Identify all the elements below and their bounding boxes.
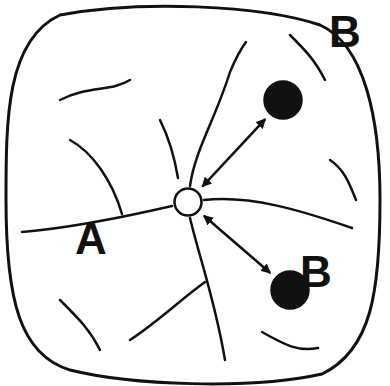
part-letter: A xyxy=(75,217,107,261)
double-arrow xyxy=(202,119,265,187)
filled-dot: B xyxy=(263,80,303,120)
fissures xyxy=(22,35,356,360)
part-letter: B xyxy=(300,250,332,294)
part-letter: B xyxy=(329,10,361,54)
double-arrow xyxy=(204,216,270,273)
tooth-outline xyxy=(6,6,380,384)
circle-shape xyxy=(173,187,203,217)
circle-shape xyxy=(263,80,303,120)
open-circle: A xyxy=(173,187,203,217)
filled-dot: B xyxy=(270,270,310,310)
